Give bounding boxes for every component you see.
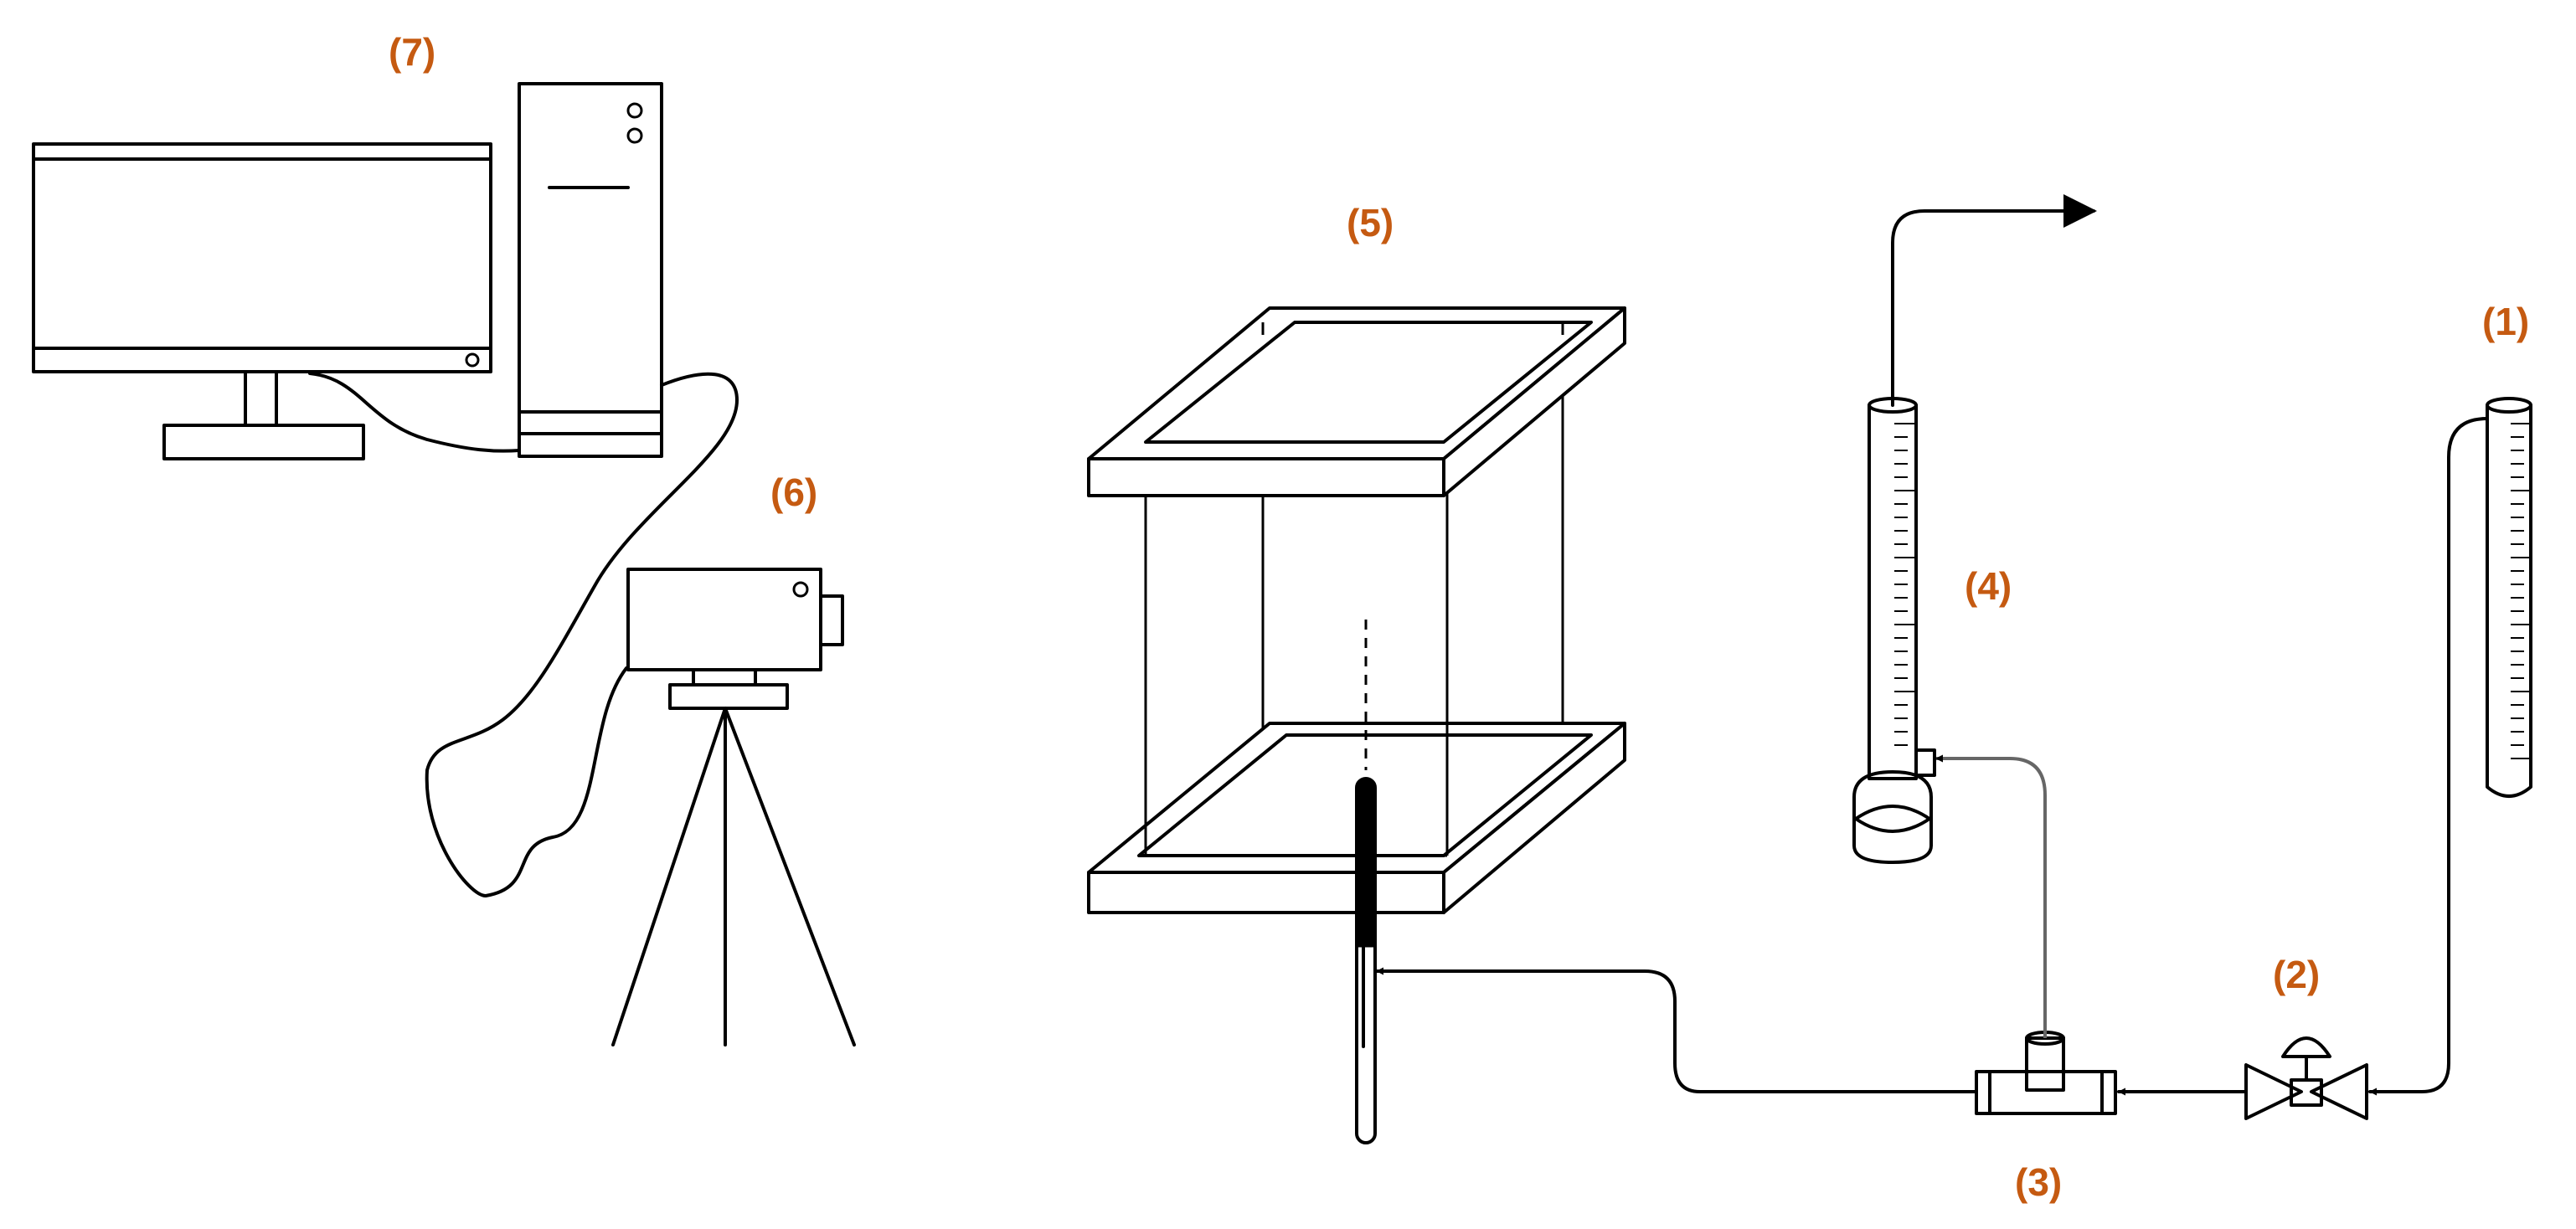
label-7: (7) [389, 30, 435, 74]
label-1: (1) [2482, 300, 2529, 343]
valve-icon [2244, 1036, 2368, 1120]
flowmeter-scale [1894, 423, 1914, 746]
label-5: (5) [1347, 201, 1394, 244]
supply-line [2368, 417, 2489, 1096]
chamber-icon [1087, 306, 1626, 1144]
flowmeter-icon [1852, 397, 1936, 864]
camera-icon [611, 568, 856, 1046]
label-2: (2) [2273, 953, 2320, 996]
computer-icon [32, 82, 663, 460]
exhaust-line [1891, 194, 2097, 407]
label-4: (4) [1965, 564, 2012, 608]
label-6: (6) [770, 471, 817, 514]
tee-to-flowmeter-line [1935, 754, 2047, 1038]
supply-column-icon [2486, 397, 2532, 798]
label-3: (3) [2015, 1160, 2062, 1204]
supply-column-scale [2511, 423, 2529, 759]
tee-junction-icon [1975, 1031, 2117, 1115]
camera-cable [425, 372, 739, 897]
monitor-cable [308, 372, 521, 453]
tee-to-probe-line [1375, 967, 1978, 1093]
